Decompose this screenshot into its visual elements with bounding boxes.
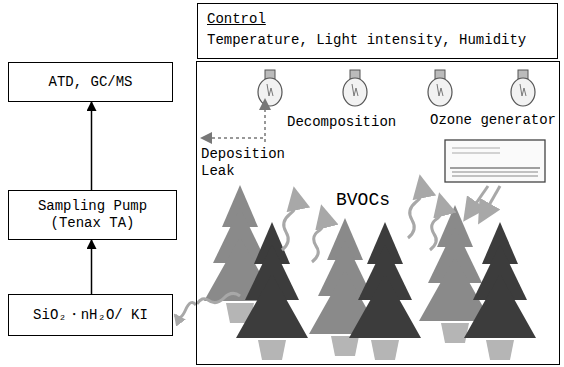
trap-box: SiO₂・nH₂O/ KI: [8, 294, 173, 336]
growth-chamber: DecompositionDeposition LeakBVOCs Ozone g…: [196, 61, 560, 365]
light-bulb: [343, 70, 367, 106]
panel-heading: Control: [207, 11, 548, 28]
flow-arrow: [91, 102, 93, 190]
ozone-generator: [445, 140, 545, 182]
emission-label: BVOCs: [335, 190, 391, 212]
sampling-flow: [197, 293, 240, 304]
light-bulb: [258, 70, 282, 106]
node-text: Sampling Pump (Tenax TA): [15, 198, 170, 232]
process-label: Deposition Leak: [200, 146, 294, 180]
bvoc-emission: [197, 186, 443, 304]
tree: [349, 222, 421, 360]
tree: [464, 222, 536, 360]
ozone-flow: [470, 186, 488, 212]
process-label: Decomposition: [286, 114, 397, 131]
node-text: SiO₂・nH₂O/ KI: [33, 307, 148, 324]
decomposition-arrow: [264, 104, 266, 142]
pump-box: Sampling Pump (Tenax TA): [8, 190, 177, 240]
light-bulb: [428, 70, 452, 106]
node-text: ATD, GC/MS: [48, 74, 132, 91]
flow-arrow: [91, 240, 93, 294]
sampling-arrow: [175, 302, 196, 317]
tree: [236, 222, 308, 360]
control-panel: ControlTemperature, Light intensity, Hum…: [197, 3, 558, 59]
analysis-box: ATD, GC/MS: [8, 62, 173, 102]
light-bulb: [511, 70, 535, 106]
node-text: Temperature, Light intensity, Humidity: [207, 32, 548, 49]
deposition-arrow: [206, 137, 263, 139]
device-label: Ozone generator: [429, 112, 557, 129]
ozone-flow: [484, 186, 500, 214]
